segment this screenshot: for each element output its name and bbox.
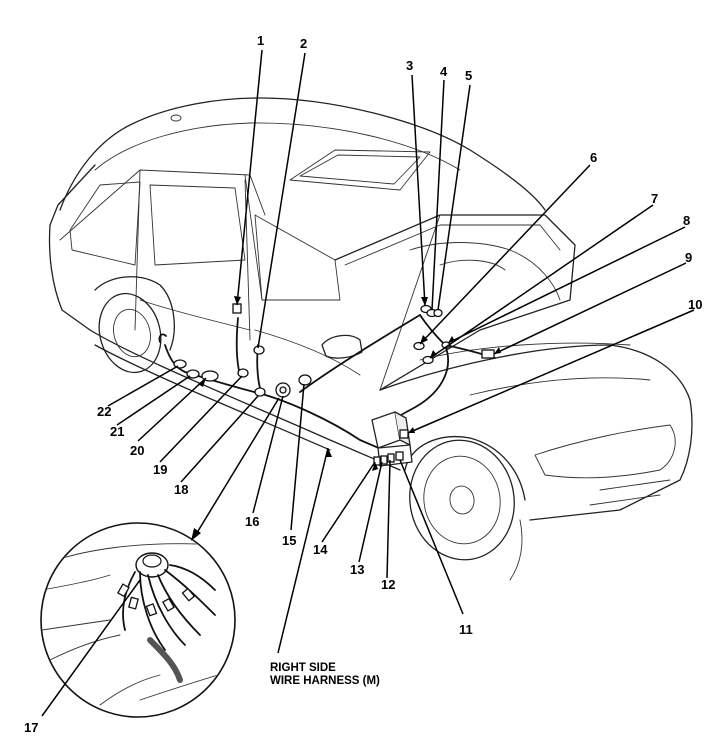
callout-6: 6	[590, 150, 597, 165]
callout-20: 20	[130, 443, 144, 458]
connector-19	[237, 368, 249, 378]
callout-3: 3	[406, 58, 413, 73]
detail-inset	[40, 522, 236, 718]
callout-numbers: 1 2 3 4 5 6 7 8 9 10 11 12 13 14 15 16 1…	[24, 33, 702, 735]
callout-2: 2	[300, 36, 307, 51]
harness-label-line2: WIRE HARNESS (M)	[270, 675, 380, 687]
callout-11: 11	[459, 622, 473, 637]
connector-15	[298, 374, 312, 386]
harness-label-line1: RIGHT SIDE	[270, 662, 336, 674]
callout-13: 13	[350, 562, 364, 577]
callout-22: 22	[97, 404, 111, 419]
callout-19: 19	[153, 462, 167, 477]
callout-7: 7	[651, 191, 658, 206]
callout-18: 18	[174, 482, 188, 497]
connector-10	[399, 429, 409, 439]
callout-1: 1	[257, 33, 264, 48]
connector-16-inner	[279, 386, 287, 394]
connector-9	[481, 349, 495, 359]
vehicle-outline	[48, 97, 693, 581]
callout-14: 14	[313, 542, 328, 557]
connector-2	[253, 345, 265, 355]
callout-10: 10	[688, 297, 702, 312]
callout-17: 17	[24, 720, 38, 735]
callout-15: 15	[282, 533, 296, 548]
harness-label: RIGHT SIDE WIRE HARNESS (M)	[270, 662, 380, 687]
callout-5: 5	[465, 68, 472, 83]
right-side-wire-harness	[158, 314, 496, 467]
connector-1	[232, 303, 242, 314]
callout-16: 16	[245, 514, 259, 529]
connector-14	[373, 456, 381, 466]
connector-18	[254, 387, 266, 397]
connectors	[173, 303, 495, 466]
callout-8: 8	[683, 213, 690, 228]
leader-lines	[41, 49, 695, 717]
callout-21: 21	[110, 424, 124, 439]
callout-12: 12	[381, 577, 395, 592]
connector-13	[380, 455, 388, 465]
connector-6	[413, 341, 425, 351]
connector-5	[433, 308, 443, 318]
connector-11	[395, 451, 404, 461]
callout-9: 9	[685, 250, 692, 265]
callout-4: 4	[440, 64, 448, 79]
connector-12	[387, 453, 395, 463]
